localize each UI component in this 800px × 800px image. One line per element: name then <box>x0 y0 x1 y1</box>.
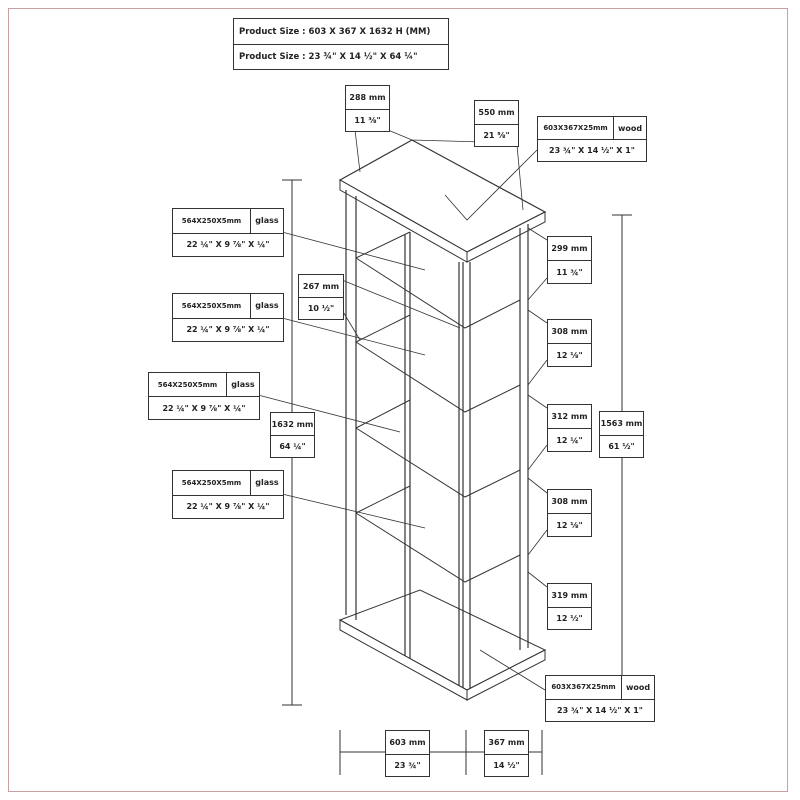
dim-inch: 23 ¾" <box>386 753 429 777</box>
spec-size: 564X250X5mm <box>181 478 242 487</box>
glass-shelf-spec-4: 564X250X5mm glass 22 ¼" X 9 ⅞" X ¼" <box>172 470 284 519</box>
spec-inch: 22 ¼" X 9 ⅞" X ¼" <box>173 232 283 257</box>
dim-mm: 267 mm <box>302 281 340 291</box>
dim-inch: 14 ½" <box>485 753 528 777</box>
shelf-spacing-2: 308 mm 12 ⅛" <box>547 319 592 367</box>
spec-size: 564X250X5mm <box>157 380 218 389</box>
spec-inch: 23 ¾" X 14 ½" X 1" <box>546 698 654 722</box>
top-panel-edge-right <box>466 211 546 263</box>
dim-mm: 308 mm <box>551 497 588 506</box>
dim-inch: 21 ⅝" <box>475 123 518 147</box>
dim-inch: 11 ¾" <box>548 260 591 283</box>
spec-size: 603X367X25mm <box>551 683 616 692</box>
total-height-label: 1632 mm 64 ¼" <box>270 412 315 458</box>
top-depth-label: 288 mm 11 ⅜" <box>345 85 390 132</box>
dim-mm: 1632 mm <box>271 419 314 429</box>
spec-size: 564X250X5mm <box>181 216 242 225</box>
spec-size: 603X367X25mm <box>543 124 608 132</box>
shelf-spacing-5: 319 mm 12 ½" <box>547 583 592 630</box>
glass-shelf-spec-1: 564X250X5mm glass 22 ¼" X 9 ⅞" X ¼" <box>172 208 284 257</box>
product-size-box: Product Size : 603 X 367 X 1632 H (MM) P… <box>233 18 449 70</box>
bottom-panel-spec: 603X367X25mm wood 23 ¾" X 14 ½" X 1" <box>545 675 655 722</box>
spec-inch: 22 ¼" X 9 ⅞" X ¼" <box>149 396 259 419</box>
spec-material: glass <box>226 373 259 396</box>
base-depth-label: 367 mm 14 ½" <box>484 730 529 777</box>
page-frame <box>8 8 788 792</box>
shelf-spacing-4: 308 mm 12 ⅛" <box>547 489 592 537</box>
spec-inch: 22 ¼" X 9 ⅞" X ¼" <box>173 494 283 519</box>
dim-mm: 1563 mm <box>600 418 643 428</box>
dim-inch: 12 ¼" <box>548 428 591 451</box>
dim-inch: 61 ½" <box>600 434 643 458</box>
shelf-depth-label: 267 mm 10 ½" <box>298 274 344 320</box>
dim-mm: 299 mm <box>551 244 588 253</box>
dim-inch: 11 ⅜" <box>346 108 389 132</box>
dim-mm: 319 mm <box>551 590 588 600</box>
spec-size: 564X250X5mm <box>181 301 242 310</box>
spec-inch: 23 ¾" X 14 ½" X 1" <box>538 139 646 161</box>
glass-shelf-spec-3: 564X250X5mm glass 22 ¼" X 9 ⅞" X ¼" <box>148 372 260 420</box>
bottom-panel-edge-right <box>466 649 546 701</box>
dim-inch: 64 ¼" <box>271 435 314 457</box>
dim-inch: 10 ½" <box>299 297 343 319</box>
inner-height-label: 1563 mm 61 ½" <box>599 411 644 458</box>
spec-material: wood <box>613 117 646 139</box>
shelf-spacing-3: 312 mm 12 ¼" <box>547 404 592 452</box>
spec-material: wood <box>621 676 654 699</box>
cabinet-posts <box>345 190 529 690</box>
dim-inch: 12 ½" <box>548 606 591 630</box>
spec-material: glass <box>250 209 283 233</box>
glass-shelves <box>355 231 521 583</box>
spec-material: glass <box>250 294 283 318</box>
dim-mm: 603 mm <box>389 737 426 747</box>
dim-mm: 308 mm <box>551 327 588 336</box>
bottom-panel-edge <box>339 619 468 701</box>
dim-mm: 550 mm <box>478 107 515 117</box>
product-size-mm: Product Size : 603 X 367 X 1632 H (MM) <box>239 26 431 37</box>
dim-inch: 12 ⅛" <box>548 513 591 536</box>
base-width-label: 603 mm 23 ¾" <box>385 730 430 777</box>
spec-inch: 22 ¼" X 9 ⅞" X ¼" <box>173 317 283 342</box>
shelf-spacing-1: 299 mm 11 ¾" <box>547 236 592 284</box>
top-width-label: 550 mm 21 ⅝" <box>474 100 519 147</box>
dim-mm: 312 mm <box>551 412 588 421</box>
top-panel-spec: 603X367X25mm wood 23 ¾" X 14 ½" X 1" <box>537 116 647 162</box>
product-size-inch: Product Size : 23 ¾" X 14 ½" X 64 ¼" <box>234 44 448 69</box>
glass-shelf-spec-2: 564X250X5mm glass 22 ¼" X 9 ⅞" X ¼" <box>172 293 284 342</box>
spec-material: glass <box>250 471 283 495</box>
dim-mm: 288 mm <box>349 92 386 102</box>
dim-mm: 367 mm <box>488 737 525 747</box>
dim-inch: 12 ⅛" <box>548 343 591 366</box>
